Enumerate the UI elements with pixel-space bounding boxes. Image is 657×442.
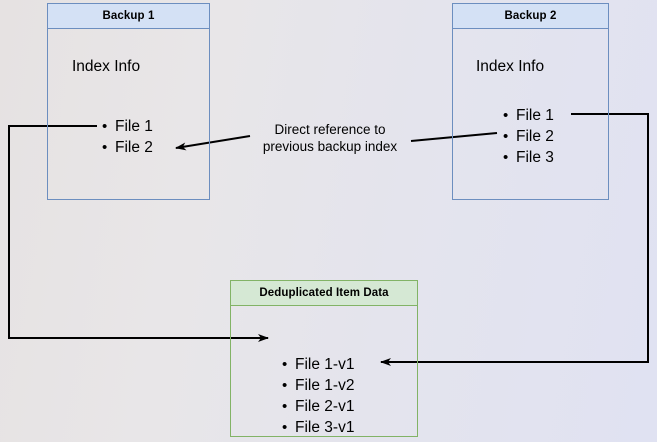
list-item: File 1-v2 — [282, 375, 355, 396]
list-item: File 2-v1 — [282, 396, 355, 417]
backup2-header: Backup 2 — [453, 4, 608, 29]
backup2-box[interactable]: Backup 2 Index Info File 1 File 2 File 3 — [452, 3, 609, 200]
backup2-file-list: File 1 File 2 File 3 — [500, 105, 554, 168]
list-item: File 1 — [102, 116, 153, 137]
dedup-body: File 1-v1 File 1-v2 File 2-v1 File 3-v1 — [231, 306, 417, 438]
backup1-file-list: File 1 File 2 — [99, 116, 153, 158]
backup2-body: Index Info File 1 File 2 File 3 — [453, 29, 608, 199]
direct-reference-annotation: Direct reference to previous backup inde… — [262, 122, 398, 154]
list-item: File 3 — [503, 147, 554, 168]
dedup-header: Deduplicated Item Data — [231, 281, 417, 306]
list-item: File 2 — [102, 137, 153, 158]
backup1-body: Index Info File 1 File 2 — [48, 29, 209, 199]
backup1-header: Backup 1 — [48, 4, 209, 29]
backup1-index-info-label: Index Info — [72, 58, 141, 75]
backup1-box[interactable]: Backup 1 Index Info File 1 File 2 — [47, 3, 210, 200]
list-item: File 1-v1 — [282, 354, 355, 375]
list-item: File 1 — [503, 105, 554, 126]
deduplicated-item-data-box[interactable]: Deduplicated Item Data File 1-v1 File 1-… — [230, 280, 418, 438]
dedup-file-list: File 1-v1 File 1-v2 File 2-v1 File 3-v1 — [279, 354, 355, 438]
list-item: File 2 — [503, 126, 554, 147]
backup2-index-info-label: Index Info — [476, 58, 545, 75]
list-item: File 3-v1 — [282, 417, 355, 438]
